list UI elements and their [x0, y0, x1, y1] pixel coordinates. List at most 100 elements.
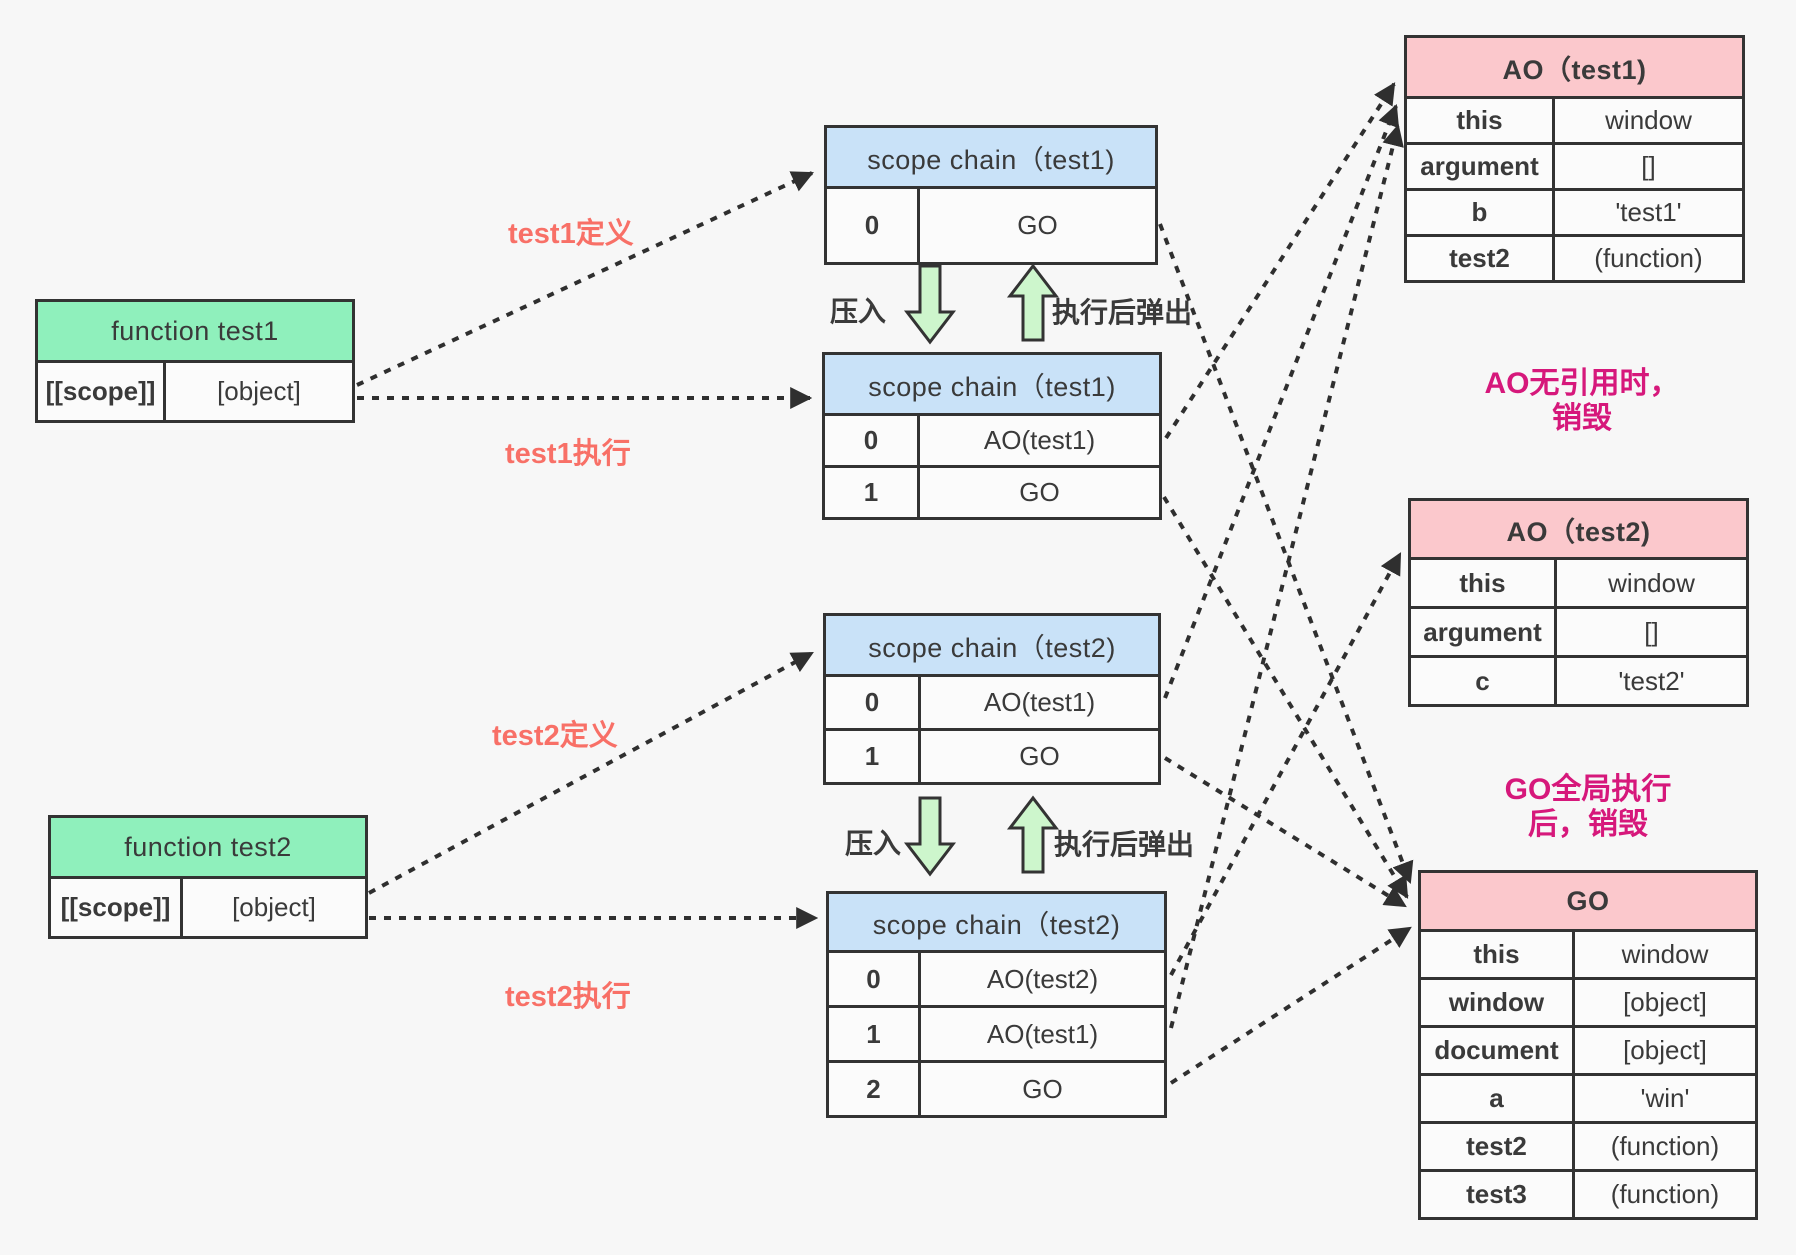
- scope-value: [object]: [217, 376, 301, 406]
- table-row: 2 GO: [829, 1060, 1164, 1115]
- label-test2-exec: test2执行: [505, 981, 631, 1013]
- table-row: argument []: [1407, 142, 1742, 188]
- ao-test2-table: AO（test2) this window argument [] c 'tes…: [1408, 498, 1749, 707]
- connector-sc4-ao-test1: [1169, 123, 1404, 1029]
- property-key: argument: [1407, 145, 1555, 188]
- label-pop-1: 执行后弹出: [1052, 297, 1193, 328]
- row-value: AO(test1): [983, 687, 1096, 717]
- table-row: 0 GO: [827, 186, 1155, 262]
- table-row: 0 AO(test2): [829, 950, 1164, 1005]
- connector-sc2-ao-test1: [1164, 82, 1396, 440]
- label-ao-destroy-line1: AO无引用时，: [1484, 367, 1680, 400]
- connector-sc2-go: [1162, 495, 1409, 899]
- label-push-2: 压入: [845, 828, 902, 859]
- table-row: this window: [1421, 929, 1755, 977]
- table-row: argument []: [1411, 606, 1746, 655]
- scope-chain-test2-exec-table: scope chain（test2) 0 AO(test2) 1 AO(test…: [826, 891, 1167, 1118]
- scope-key: [[scope]]: [38, 363, 166, 420]
- table-row: 1 GO: [826, 728, 1158, 782]
- label-test1-define: test1定义: [508, 218, 634, 250]
- property-value: window: [1608, 567, 1695, 598]
- property-value: (function): [1594, 243, 1703, 273]
- property-key: a: [1421, 1076, 1575, 1121]
- property-key: c: [1411, 658, 1557, 704]
- table-row: b 'test1': [1407, 188, 1742, 234]
- table-row: 0 AO(test1): [825, 413, 1159, 465]
- connector-sc1-go: [1158, 223, 1414, 885]
- label-go-destroy-line2: 后，销毁: [1527, 808, 1648, 842]
- row-index: 1: [829, 1008, 921, 1060]
- function-test1-title: function test1: [38, 302, 352, 360]
- connector-test1-define: [356, 171, 814, 387]
- scope-value: [object]: [232, 892, 316, 922]
- table-row: [[scope]] [object]: [38, 360, 352, 420]
- property-key: document: [1421, 1028, 1575, 1073]
- label-go-destroy: GO全局执行 后，销毁: [1505, 772, 1672, 843]
- go-table: GO this window window [object] document …: [1418, 870, 1758, 1220]
- row-value: AO(test1): [983, 425, 1096, 455]
- push-down-arrow-icon-1: [903, 264, 957, 345]
- property-key: b: [1407, 191, 1555, 234]
- row-index: 0: [826, 677, 921, 728]
- property-value: 'test2': [1618, 665, 1685, 696]
- property-value: window: [1621, 939, 1709, 969]
- row-value: GO: [1019, 741, 1060, 771]
- connector-sc3-ao-test1: [1163, 103, 1400, 699]
- label-pop-2: 执行后弹出: [1054, 829, 1195, 860]
- scope-chain-test1-exec-header: scope chain（test1): [825, 355, 1159, 413]
- property-key: argument: [1411, 609, 1557, 655]
- property-key: test2: [1407, 237, 1555, 280]
- scope-chain-test1-define-header: scope chain（test1): [827, 128, 1155, 186]
- scope-chain-test2-exec-header: scope chain（test2): [829, 894, 1164, 950]
- property-value: (function): [1610, 1131, 1720, 1161]
- scope-chain-test1-exec-table: scope chain（test1) 0 AO(test1) 1 GO: [822, 352, 1162, 520]
- row-value: GO: [1019, 477, 1060, 507]
- table-row: test2 (function): [1421, 1121, 1755, 1169]
- label-ao-destroy: AO无引用时， 销毁: [1485, 366, 1680, 437]
- connector-test2-define: [368, 651, 814, 895]
- property-value: (function): [1610, 1179, 1720, 1209]
- label-ao-destroy-line2: 销毁: [1552, 402, 1612, 436]
- row-value: GO: [1022, 1073, 1063, 1104]
- row-index: 0: [827, 189, 920, 262]
- table-row: this window: [1407, 96, 1742, 142]
- ao-test2-header: AO（test2): [1411, 501, 1746, 557]
- property-value: [object]: [1623, 987, 1707, 1017]
- ao-test1-header: AO（test1): [1407, 38, 1742, 96]
- scope-chain-test1-define-table: scope chain（test1) 0 GO: [824, 125, 1158, 265]
- row-value: AO(test1): [986, 1018, 1099, 1049]
- table-row: a 'win': [1421, 1073, 1755, 1121]
- table-row: 1 GO: [825, 465, 1159, 517]
- table-row: [[scope]] [object]: [51, 876, 365, 936]
- property-key: test3: [1421, 1172, 1575, 1217]
- label-push-1: 压入: [830, 296, 887, 327]
- table-row: this window: [1411, 557, 1746, 606]
- row-index: 2: [829, 1063, 921, 1115]
- function-test2-box: function test2 [[scope]] [object]: [48, 815, 368, 939]
- label-test1-exec: test1执行: [505, 438, 631, 470]
- table-row: window [object]: [1421, 977, 1755, 1025]
- property-value: window: [1605, 105, 1692, 135]
- ao-test1-table: AO（test1) this window argument [] b 'tes…: [1404, 35, 1745, 283]
- property-key: this: [1421, 932, 1575, 977]
- property-key: test2: [1421, 1124, 1575, 1169]
- property-key: this: [1411, 560, 1557, 606]
- connector-sc3-go: [1163, 756, 1407, 908]
- property-value: [object]: [1623, 1035, 1707, 1065]
- row-index: 0: [829, 953, 921, 1005]
- table-row: test2 (function): [1407, 234, 1742, 280]
- connector-sc4-ao-test2: [1169, 552, 1402, 976]
- push-down-arrow-icon-2: [903, 796, 957, 877]
- label-go-destroy-line1: GO全局执行: [1504, 773, 1672, 806]
- go-header: GO: [1421, 873, 1755, 929]
- function-test1-box: function test1 [[scope]] [object]: [35, 299, 355, 423]
- row-index: 1: [826, 731, 921, 782]
- table-row: test3 (function): [1421, 1169, 1755, 1217]
- property-value: 'test1': [1615, 197, 1682, 227]
- pop-up-arrow-icon-1: [1006, 263, 1060, 342]
- row-index: 0: [825, 416, 920, 465]
- property-key: this: [1407, 99, 1555, 142]
- row-value: AO(test2): [986, 963, 1099, 994]
